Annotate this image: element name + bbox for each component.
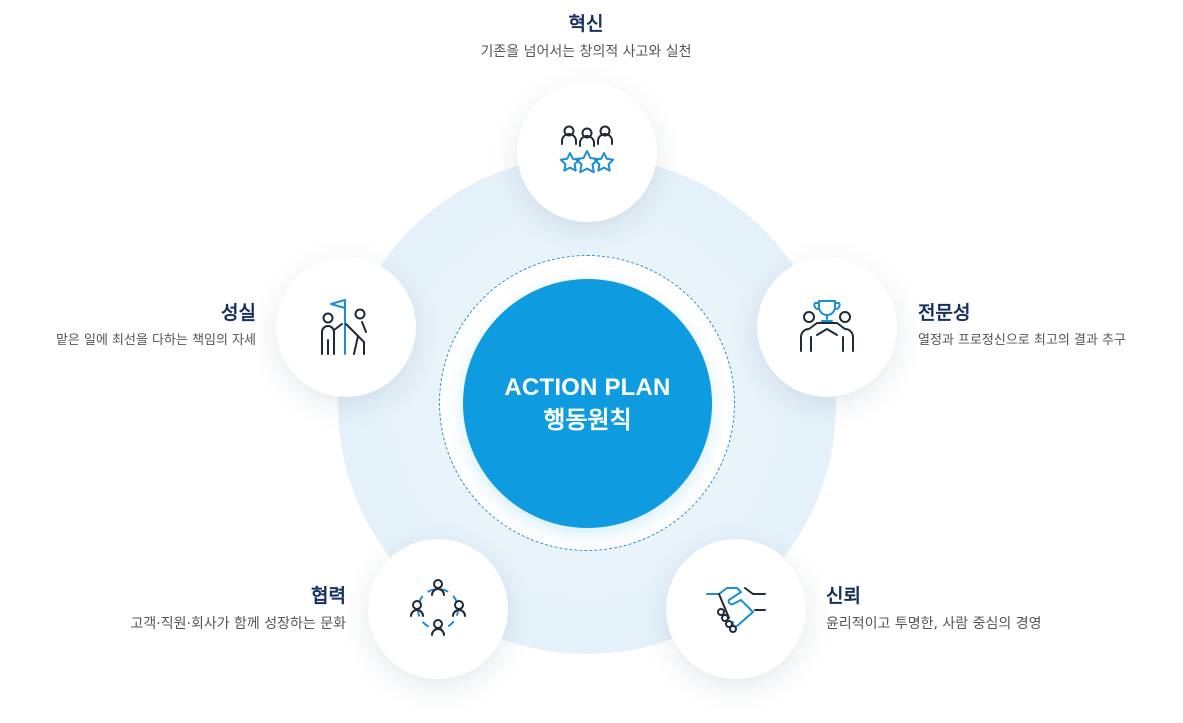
center-title-en: ACTION PLAN xyxy=(504,373,671,401)
expertise-desc: 열정과 프로정신으로 최고의 결과 추구 xyxy=(918,333,1126,348)
innovation-title: 혁신 xyxy=(568,13,604,35)
expertise-node xyxy=(757,257,897,397)
trust-title: 신뢰 xyxy=(826,585,861,607)
trust-label: 신뢰 윤리적이고 투명한, 사람 중심의 경영 xyxy=(826,584,1126,634)
sincerity-desc: 맡은 일에 최선을 다하는 책임의 자세 xyxy=(55,333,256,348)
network-people-icon xyxy=(410,579,466,636)
trophy-team-icon xyxy=(800,300,854,352)
innovation-desc: 기존을 넘어서는 창의적 사고와 실천 xyxy=(480,44,692,60)
trust-desc: 윤리적이고 투명한, 사람 중심의 경영 xyxy=(826,616,1042,632)
sincerity-title: 성실 xyxy=(221,302,256,324)
cooperation-title: 협력 xyxy=(311,585,346,607)
cooperation-label: 협력 고객·직원·회사가 함께 성장하는 문화 xyxy=(40,584,346,634)
cooperation-node xyxy=(368,539,508,679)
sincerity-node xyxy=(276,257,416,397)
flag-climb-icon xyxy=(321,299,367,355)
trust-node xyxy=(666,539,806,679)
expertise-title: 전문성 xyxy=(918,302,971,324)
innovation-node xyxy=(517,82,657,222)
innovation-label: 혁신 기존을 넘어서는 창의적 사고와 실천 xyxy=(386,12,786,62)
cooperation-desc: 고객·직원·회사가 함께 성장하는 문화 xyxy=(130,616,346,632)
handshake-icon xyxy=(706,587,766,633)
center-core: ACTION PLAN 행동원칙 xyxy=(463,279,712,528)
sincerity-label: 성실 맡은 일에 최선을 다하는 책임의 자세 xyxy=(0,301,256,351)
expertise-label: 전문성 열정과 프로정신으로 최고의 결과 추구 xyxy=(918,301,1183,351)
center-title-ko: 행동원칙 xyxy=(543,405,632,434)
people-stars-icon xyxy=(559,125,615,174)
